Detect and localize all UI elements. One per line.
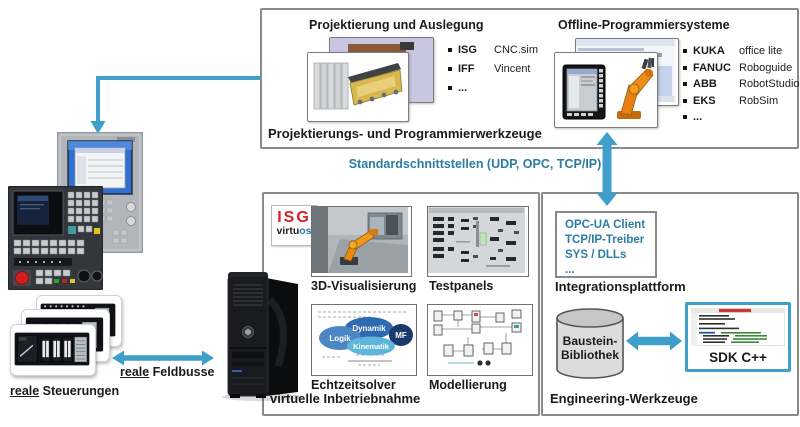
- plc-rack-graphic: [14, 332, 90, 366]
- bubble-logik: Logik: [329, 334, 351, 343]
- sdk-cpp-card: SDK C++: [685, 302, 791, 372]
- right-group-title: Offline-Programmiersysteme: [558, 18, 730, 32]
- vibn-box-virtuelle-inbetriebnahme: ISG virtuos: [262, 192, 540, 416]
- formula-squiggles: [318, 311, 408, 366]
- code-editor-graphic: [691, 308, 785, 346]
- testpanel-graphic: [428, 207, 525, 273]
- vibn-box-label: virtuelle Inbetriebnahme: [270, 391, 421, 406]
- integration-line-opcua: OPC-UA Client: [565, 219, 646, 231]
- reale-steuerungen-label: reale Steuerungen: [10, 384, 120, 398]
- thumb-modellierung: [427, 304, 533, 376]
- cnc-operator-panel-photo: [8, 186, 103, 290]
- hmi-connection-arrow: [90, 76, 260, 134]
- caption-integrationsplattform: Integrationsplattform: [555, 279, 686, 294]
- list-item: EKS RobSim: [683, 93, 800, 110]
- top-box-label: Projektierungs- und Programmierwerkzeuge: [268, 126, 542, 141]
- isg-logo-text: ISG: [277, 209, 311, 226]
- block-diagram-graphic: [428, 305, 529, 372]
- caption-modellierung: Modellierung: [429, 378, 507, 392]
- integration-line-sys: SYS / DLLs: [565, 249, 627, 261]
- machine-photo-front: [308, 53, 405, 118]
- conveyor-machine-graphic: [348, 63, 403, 106]
- bubble-dynamik: Dynamik: [352, 324, 386, 333]
- left-group-title: Projektierung und Auslegung: [309, 18, 484, 32]
- thumb-3d-visualisierung: [311, 206, 412, 277]
- reale-feldbusse-label: reale Feldbusse: [120, 365, 215, 379]
- integration-line-tcpip: TCP/IP-Treiber: [565, 234, 645, 246]
- integration-line-ellipsis: ...: [565, 264, 575, 276]
- library-label: Baustein- Bibliothek: [560, 334, 619, 362]
- library-cylinder-icon: [556, 308, 624, 379]
- virtuos-logo-text: virtuos: [276, 225, 312, 237]
- offline-front-screenshot: [554, 52, 658, 128]
- engineering-box-label: Engineering-Werkzeuge: [550, 391, 698, 406]
- list-item: ...: [448, 78, 538, 97]
- robot-arm-graphic: [617, 57, 655, 119]
- feldbusse-double-arrow: [112, 350, 214, 366]
- caption-echtzeitsolver: Echtzeitsolver: [311, 378, 396, 392]
- caption-3d-visualisierung: 3D-Visualisierung: [311, 279, 417, 293]
- caption-testpanels: Testpanels: [429, 279, 494, 293]
- orange-robot-graphic: [340, 229, 378, 265]
- right-group-bullet-list: KUKA office lite FANUC Roboguide ABB Rob…: [683, 43, 800, 126]
- standard-interfaces-label: Standardschnittstellen (UDP, OPC, TCP/IP…: [348, 157, 602, 171]
- teach-pendant-graphic: [562, 64, 606, 120]
- list-item: ...: [683, 109, 800, 126]
- thumb-echtzeitsolver: Logik Dynamik Kinematik MF: [311, 304, 417, 376]
- list-item: KUKA office lite: [683, 43, 800, 60]
- robot-pendant-graphic: [555, 53, 655, 124]
- list-item: ABB RobotStudio: [683, 76, 800, 93]
- top-box-projektierungs-programmierwerkzeuge: Projektierung und Auslegung: [260, 8, 800, 149]
- projektierung-front-screenshot: [307, 52, 409, 122]
- plc-controller-photo-front: [10, 324, 96, 376]
- integration-platform-card: OPC-UA Client TCP/IP-Treiber SYS / DLLs …: [555, 211, 657, 278]
- left-group-bullet-list: ISG CNC.sim IFF Vincent ...: [448, 40, 538, 97]
- isg-virtuos-logo: ISG virtuos: [271, 205, 317, 246]
- bubble-kinematik: Kinematik: [353, 342, 390, 351]
- simulation-pc-tower-photo: [222, 272, 302, 401]
- list-item: IFF Vincent: [448, 59, 538, 78]
- list-item: FANUC Roboguide: [683, 60, 800, 77]
- bubble-mf: MF: [395, 331, 407, 340]
- plate-rack-graphic: [313, 62, 349, 110]
- list-item: ISG CNC.sim: [448, 40, 538, 59]
- solver-bubbles-graphic: Logik Dynamik Kinematik MF: [312, 305, 413, 372]
- 3d-scene-graphic: [312, 207, 408, 273]
- thumb-testpanels: [427, 206, 529, 277]
- engineering-box: OPC-UA Client TCP/IP-Treiber SYS / DLLs …: [541, 192, 799, 416]
- sdk-caption: SDK C++: [709, 350, 767, 365]
